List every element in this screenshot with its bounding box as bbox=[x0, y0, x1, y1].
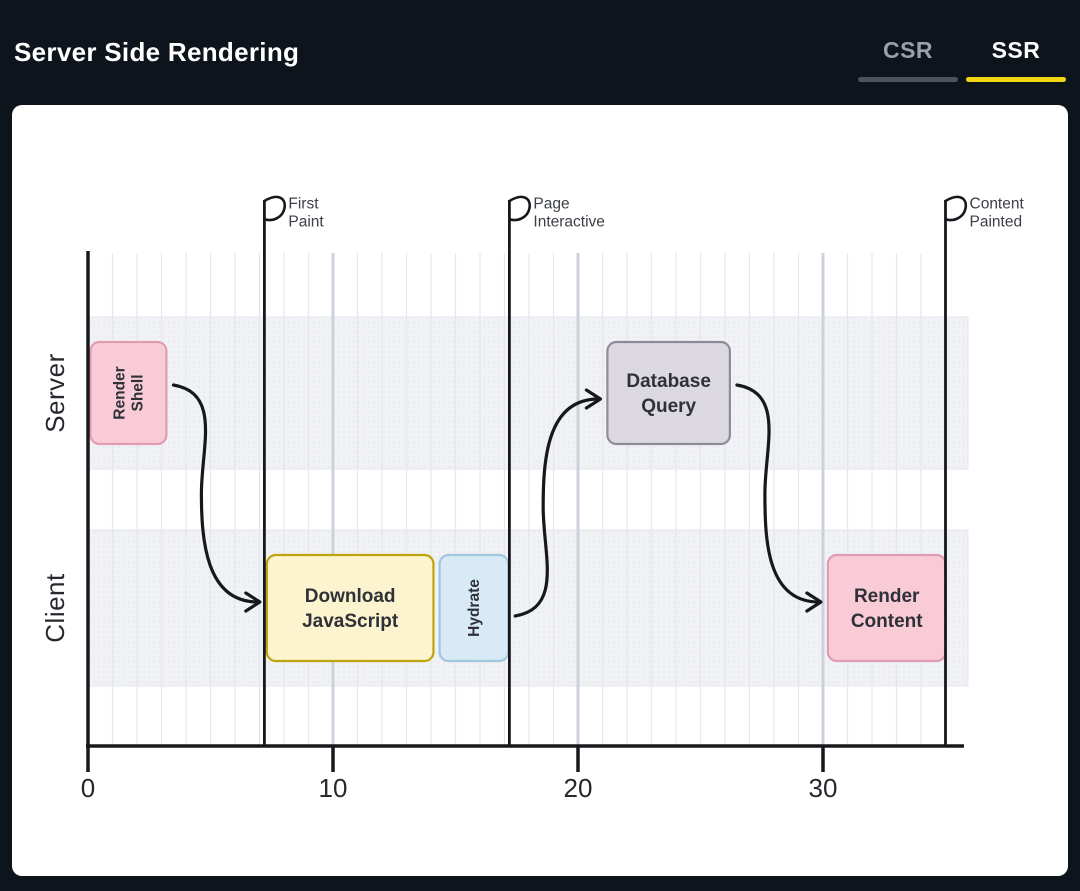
svg-text:First: First bbox=[288, 196, 319, 213]
task-box-render-content bbox=[826, 553, 947, 663]
task-hydrate: Hydrate bbox=[438, 553, 510, 663]
x-tick-label: 0 bbox=[81, 773, 95, 803]
task-box-download-javascript bbox=[265, 553, 435, 663]
tab-csr[interactable]: CSR bbox=[858, 37, 958, 82]
flow-arrows bbox=[171, 383, 823, 618]
flag-icon bbox=[508, 195, 531, 222]
svg-text:RenderShell: RenderShell bbox=[112, 366, 147, 419]
svg-text:Page: Page bbox=[533, 196, 569, 213]
task-box-render-shell bbox=[89, 340, 168, 446]
gridlines bbox=[111, 253, 947, 746]
tab-ssr-underline bbox=[966, 77, 1066, 82]
arrow-render-shell-to-download-javascript bbox=[171, 383, 262, 613]
arrowhead-icon bbox=[805, 591, 823, 613]
header: Server Side Rendering CSR SSR bbox=[0, 0, 1080, 105]
task-box-database-query bbox=[606, 340, 732, 446]
arrow-hydrate-to-database-query bbox=[513, 388, 602, 618]
task-render-shell: RenderShell bbox=[89, 340, 168, 446]
tab-csr-label: CSR bbox=[882, 37, 934, 63]
arrowhead-icon bbox=[584, 388, 602, 410]
tab-bar: CSR SSR bbox=[858, 37, 1066, 82]
tab-ssr-label: SSR bbox=[991, 37, 1041, 63]
svg-text:Interactive: Interactive bbox=[533, 214, 605, 231]
axes: 0 10 20 30 bbox=[81, 251, 964, 803]
svg-text:Client: Client bbox=[40, 573, 70, 643]
flag-icon bbox=[944, 195, 968, 222]
arrow-database-query-to-render-content bbox=[735, 383, 823, 613]
svg-text:Server: Server bbox=[40, 353, 70, 433]
x-tick-label: 30 bbox=[809, 773, 838, 803]
svg-text:Hydrate: Hydrate bbox=[466, 579, 483, 637]
tab-ssr[interactable]: SSR bbox=[966, 37, 1066, 82]
page-title: Server Side Rendering bbox=[14, 37, 300, 67]
svg-text:Paint: Paint bbox=[288, 214, 324, 231]
svg-text:Painted: Painted bbox=[970, 214, 1023, 231]
svg-text:Content: Content bbox=[970, 196, 1025, 213]
tab-csr-underline bbox=[858, 77, 958, 82]
flag-icon bbox=[263, 195, 286, 222]
x-tick-label: 10 bbox=[319, 773, 348, 803]
arrowhead-icon bbox=[244, 591, 262, 613]
x-tick-label: 20 bbox=[564, 773, 593, 803]
